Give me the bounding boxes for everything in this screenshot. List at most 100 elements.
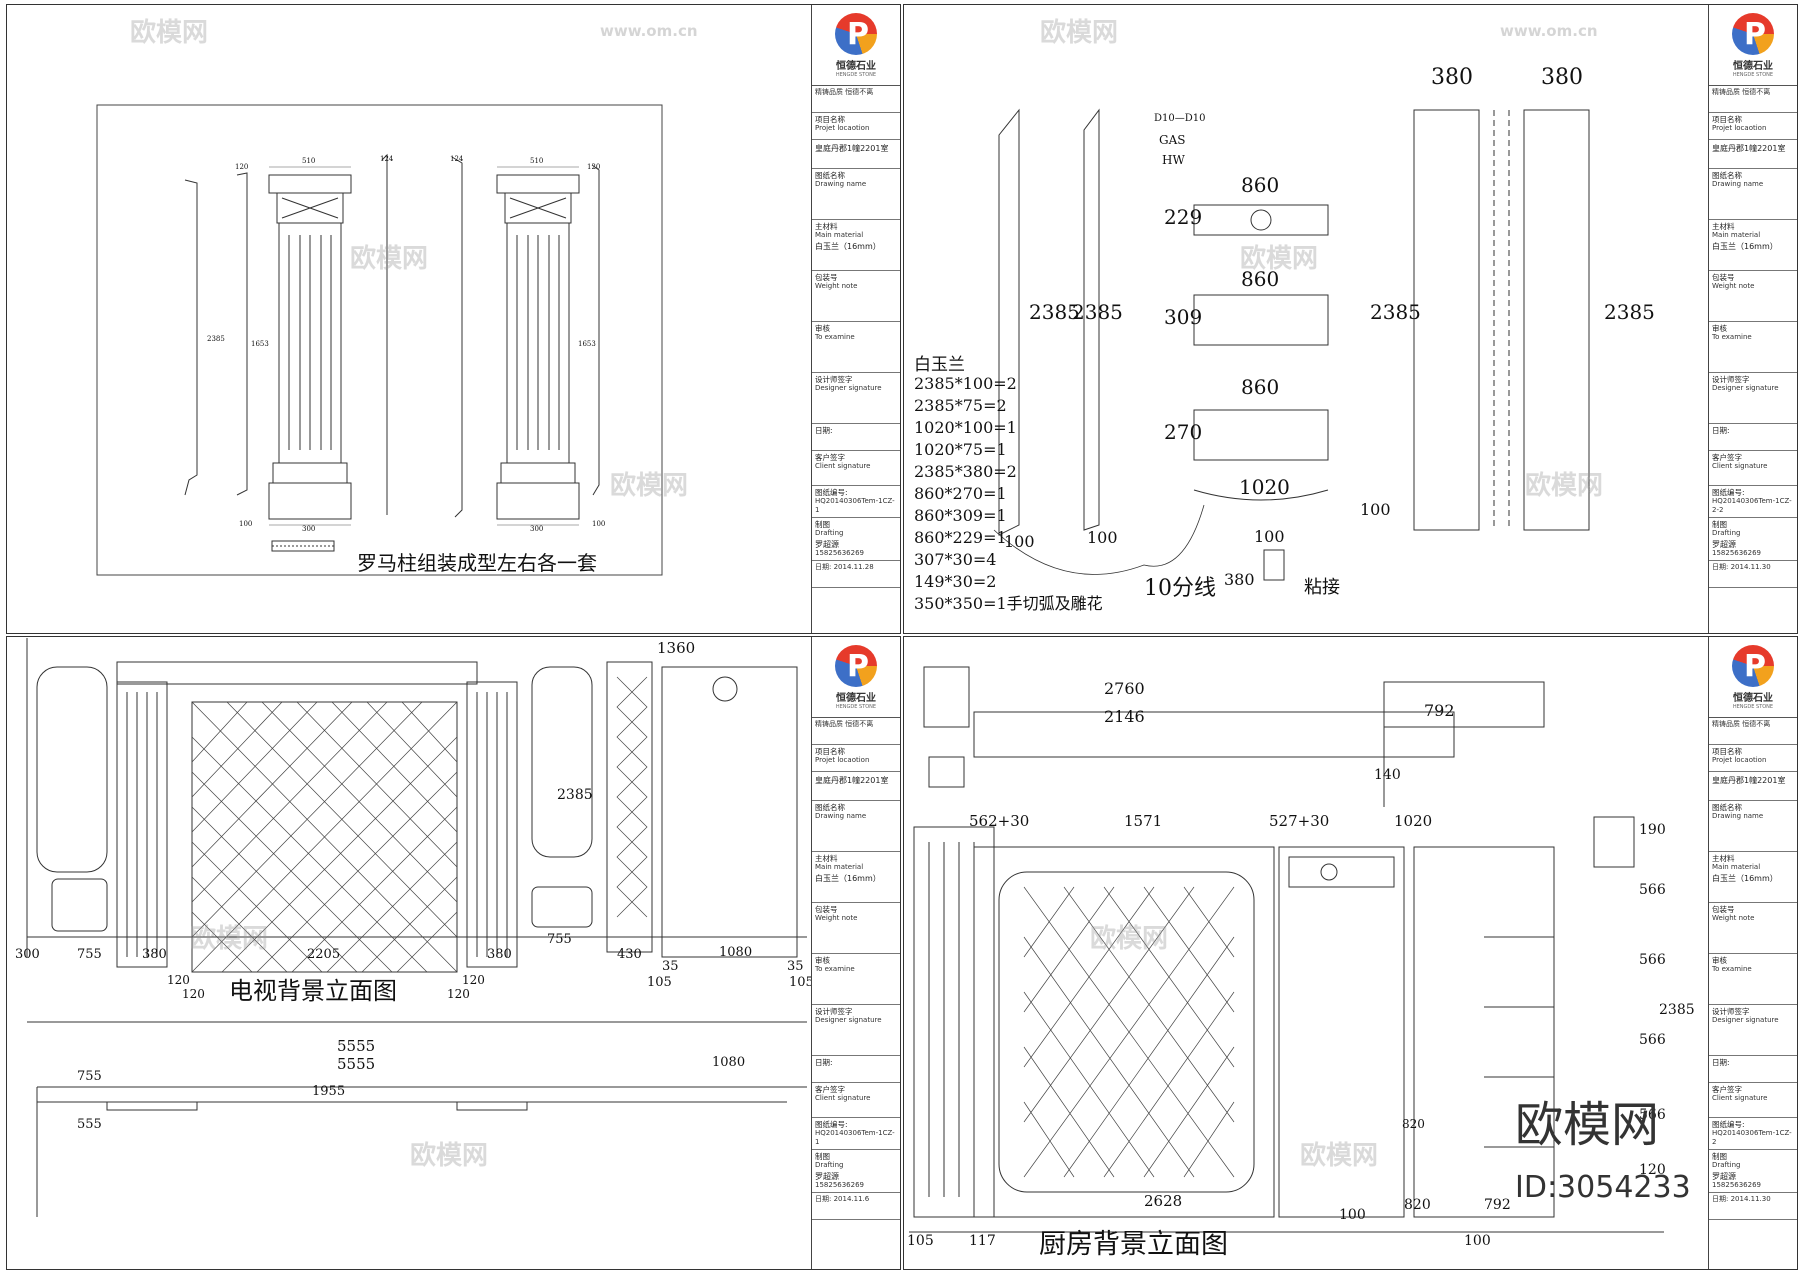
dim-229: 229 xyxy=(1164,205,1203,229)
examine-label-en: To examine xyxy=(1712,965,1752,973)
designer-label: 设计师签字 xyxy=(1712,375,1750,384)
dim-bottom: 755 xyxy=(547,932,572,947)
date-label: 日期: xyxy=(812,1056,900,1083)
label-nianjie: 粘接 xyxy=(1304,577,1340,598)
doc-number: HQ20140306Tem-1CZ-1 xyxy=(815,1129,895,1146)
dim-right: 566 xyxy=(1639,1032,1666,1048)
plan-dim: 5555 xyxy=(337,1037,376,1055)
dim-right: 566 xyxy=(1639,1107,1666,1123)
material-label-en: Main material xyxy=(815,863,864,871)
cut-item: 2385*380=2 xyxy=(914,462,1017,481)
project-name: 皇庭丹郡1幢2201室 xyxy=(1709,774,1797,801)
dim-100-d: 100 xyxy=(1360,500,1391,519)
dim-profile-1: 124 xyxy=(380,155,394,163)
diamond-lattice xyxy=(191,676,648,973)
sheet-kitchen-wall: 2760 2146 792 140 562+30 1571 527+30 102… xyxy=(903,636,1798,1270)
project-label: 项目名称 xyxy=(815,747,845,756)
designer-label-en: Designer signature xyxy=(815,1016,882,1024)
drafter-phone: 15825636269 xyxy=(815,549,864,557)
dim-527: 527+30 xyxy=(1269,812,1330,830)
dim-bottom: 35 xyxy=(662,959,679,974)
dim-2385: 2385 xyxy=(557,787,593,803)
logo-en-text: HENGDE STONE xyxy=(835,703,877,710)
project-label-en: Projet locaotion xyxy=(1712,756,1767,764)
drafter-name: 罗超源 xyxy=(1712,540,1736,549)
dim-1020: 1020 xyxy=(1239,475,1290,499)
drafter-name: 罗超源 xyxy=(1712,1172,1736,1181)
dim-right: 566 xyxy=(1639,882,1666,898)
dim-height-3: 1653 xyxy=(578,340,596,348)
sheet3-caption: 电视背景立面图 xyxy=(229,977,397,1005)
plan-dim: 5555 xyxy=(337,1055,376,1073)
dim-bottom: 2205 xyxy=(307,947,341,962)
project-label-en: Projet locaotion xyxy=(815,124,870,132)
dim-100: 100 xyxy=(1339,1207,1366,1223)
dim-2385-b: 2385 xyxy=(1072,300,1123,324)
designer-label-en: Designer signature xyxy=(1712,384,1779,392)
dim-right: 566 xyxy=(1639,952,1666,968)
weight-label-en: Weight note xyxy=(815,914,858,922)
drawing-label-en: Drawing name xyxy=(815,180,867,188)
dim-1571: 1571 xyxy=(1124,812,1163,830)
designer-label-en: Designer signature xyxy=(1712,1016,1779,1024)
dim-860-a: 860 xyxy=(1241,173,1280,197)
dim-bottom: 300 xyxy=(15,947,40,962)
number-label: 图纸编号: xyxy=(1712,1120,1745,1129)
dim-562: 562+30 xyxy=(969,812,1030,830)
dim-2628: 2628 xyxy=(1144,1192,1183,1210)
dim-2385-d: 2385 xyxy=(1604,300,1655,324)
logo-en-text: HENGDE STONE xyxy=(1732,71,1774,78)
dim-2385: 2385 xyxy=(1659,1002,1695,1018)
dim-309: 309 xyxy=(1164,305,1203,329)
drafting-label-en: Drafting xyxy=(1712,529,1741,537)
slogan: 精铸品质 恒德不离 xyxy=(1709,86,1797,113)
client-label-en: Client signature xyxy=(1712,462,1768,470)
dim-bottom: 105 xyxy=(789,975,814,990)
number-label: 图纸编号: xyxy=(815,1120,848,1129)
dim-bottom: 105 xyxy=(647,975,672,990)
dim-bottom: 35 xyxy=(787,959,804,974)
dim-380-a: 380 xyxy=(1431,65,1473,90)
dim-1020: 1020 xyxy=(1394,812,1433,830)
dim-380-b: 380 xyxy=(1541,65,1583,90)
drafter-phone: 15825636269 xyxy=(1712,549,1761,557)
sheet4-caption: 厨房背景立面图 xyxy=(1039,1229,1228,1260)
dim-2385-c: 2385 xyxy=(1370,300,1421,324)
date-label: 日期: xyxy=(1709,1056,1797,1083)
dim-792: 792 xyxy=(1484,1197,1511,1213)
hengde-logo-icon xyxy=(1732,12,1774,55)
dim-height-2: 1653 xyxy=(251,340,269,348)
drawing-label: 图纸名称 xyxy=(815,803,845,812)
weight-label: 包装号 xyxy=(1712,273,1735,282)
weight-label-en: Weight note xyxy=(1712,282,1755,290)
material-value: 白玉兰（16mm） xyxy=(815,874,881,883)
dim-top-1: 510 xyxy=(302,157,316,165)
watermark-logo-large: 欧模网 xyxy=(1515,1097,1660,1153)
dim-820: 820 xyxy=(1404,1197,1431,1213)
dim-100-a: 100 xyxy=(1004,532,1035,551)
dim-380-c: 380 xyxy=(1224,570,1255,589)
sheet1-caption: 罗马柱组装成型左右各一套 xyxy=(357,551,597,575)
drafter-name: 罗超源 xyxy=(815,1172,839,1181)
watermark-id: ID:3054233 xyxy=(1515,1170,1691,1205)
examine-label-en: To examine xyxy=(1712,333,1752,341)
drafting-label-en: Drafting xyxy=(815,1161,844,1169)
project-label: 项目名称 xyxy=(1712,747,1742,756)
weight-label: 包装号 xyxy=(815,273,838,282)
dim-height-1: 2385 xyxy=(207,335,225,343)
slogan: 精铸品质 恒德不离 xyxy=(812,86,900,113)
logo-en-text: HENGDE STONE xyxy=(1732,703,1774,710)
kitchen-wall-drawing xyxy=(909,666,1664,1233)
cut-list-title: 白玉兰 xyxy=(914,355,965,375)
cut-item: 860*309=1 xyxy=(914,506,1007,525)
date-label: 日期: xyxy=(812,424,900,451)
doc-number: HQ20140306Tem-1CZ-1 xyxy=(815,497,895,514)
plan-dim: 1955 xyxy=(312,1084,346,1099)
cut-item: 2385*100=2 xyxy=(914,374,1017,393)
designer-label-en: Designer signature xyxy=(815,384,882,392)
project-name: 皇庭丹郡1幢2201室 xyxy=(1709,142,1797,169)
material-label: 主材料 xyxy=(815,854,838,863)
drawing-label-en: Drawing name xyxy=(1712,812,1764,820)
examine-label: 审核 xyxy=(815,956,830,965)
